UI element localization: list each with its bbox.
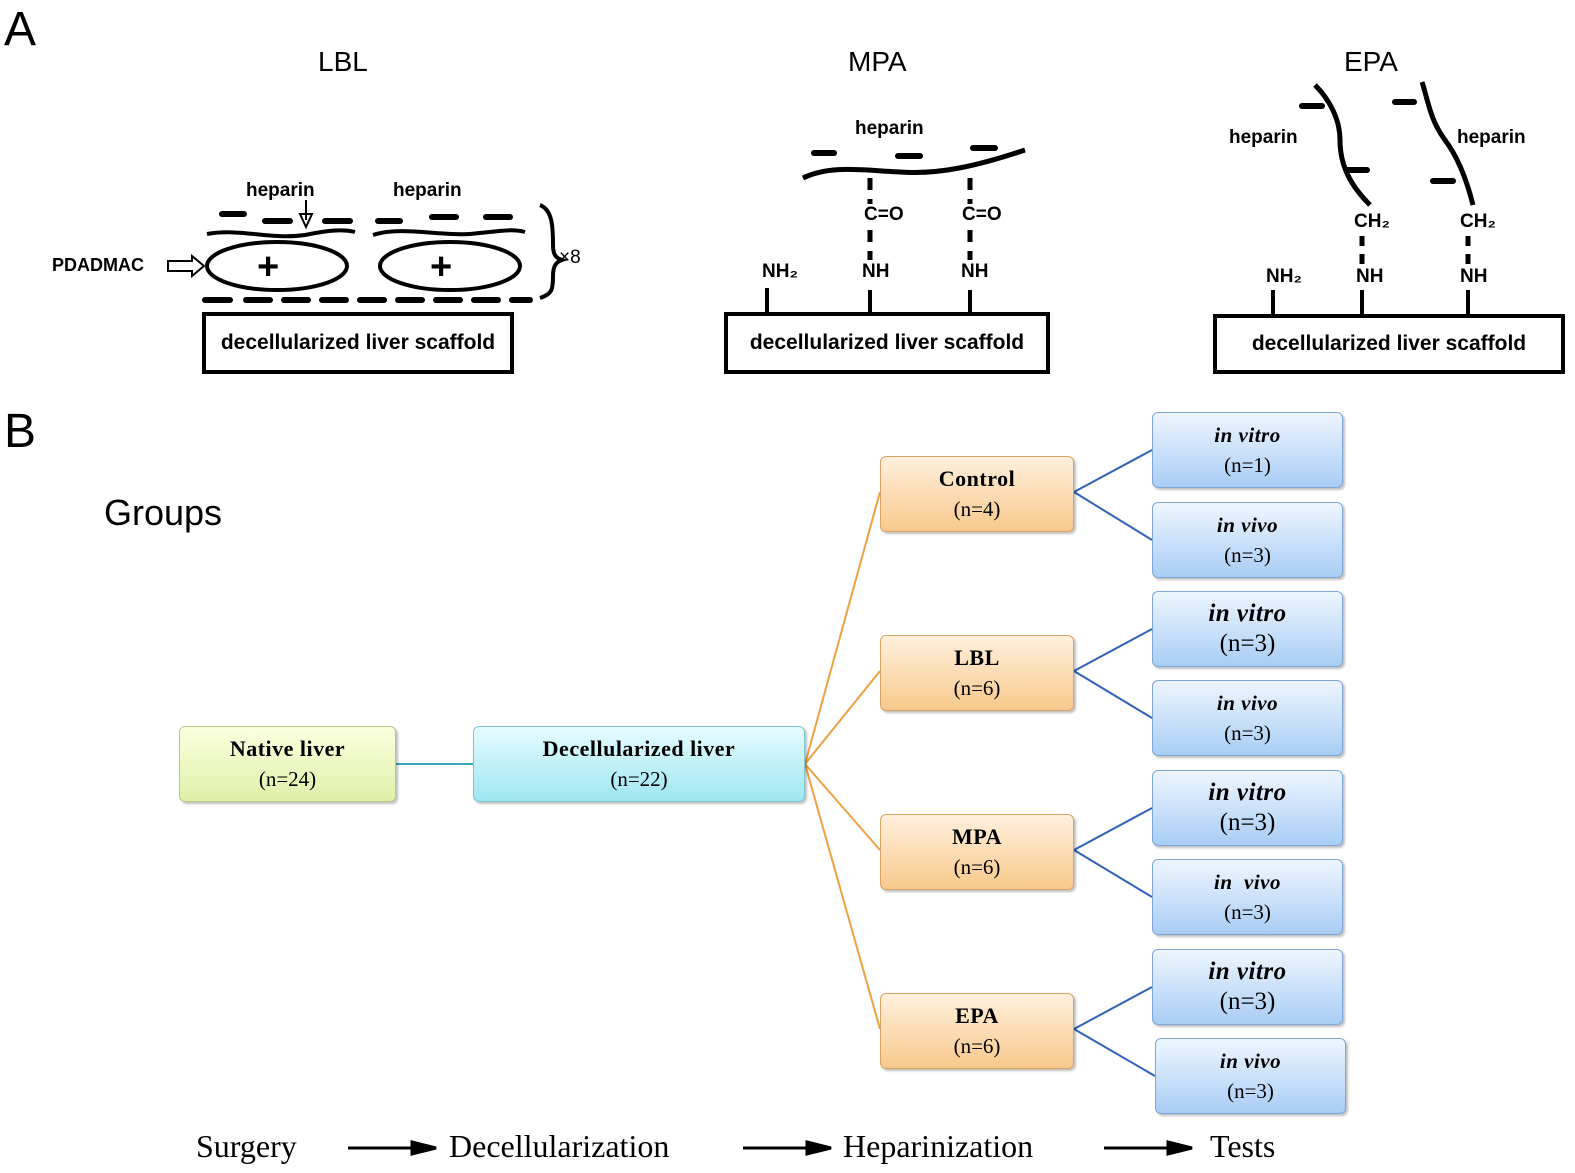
mpa-amine-label: NH₂ xyxy=(762,261,798,282)
groups-title: Groups xyxy=(104,492,223,533)
test-box-control-in-vitro: in vitro (n=1) xyxy=(1152,412,1343,488)
group-count: (n=6) xyxy=(953,676,1001,700)
test-label: in vivo xyxy=(1214,870,1281,894)
mpa-scaffold-box: decellularized liver scaffold xyxy=(724,312,1050,374)
epa-heparin-label-1: heparin xyxy=(1229,127,1298,148)
lbl-heparin-label-1: heparin xyxy=(246,180,315,201)
panel-b-label: B xyxy=(4,405,37,458)
lbl-repeat-label: ×8 xyxy=(559,247,581,268)
decellularized-liver-label: Decellularized liver xyxy=(542,736,736,761)
mpa-scaffold-label: decellularized liver scaffold xyxy=(749,331,1025,354)
test-label: in vitro xyxy=(1208,958,1287,985)
lbl-pdadmac-label: PDADMAC xyxy=(52,255,144,275)
lbl-heparin-label-2: heparin xyxy=(393,180,462,201)
decellularized-liver-count: (n=22) xyxy=(610,767,668,791)
group-box-lbl: LBL (n=6) xyxy=(880,635,1074,711)
lbl-scaffold-label: decellularized liver scaffold xyxy=(220,331,496,354)
mpa-diagram xyxy=(765,145,1026,318)
group-label: MPA xyxy=(952,824,1002,849)
workflow-step-tests: Tests xyxy=(1210,1128,1276,1164)
epa-methylene-label-2: CH₂ xyxy=(1460,211,1496,232)
lbl-plus-sign-2: + xyxy=(430,246,453,288)
test-count: (n=3) xyxy=(1224,721,1271,745)
epa-methylene-label-1: CH₂ xyxy=(1354,211,1390,232)
panel-a-label: A xyxy=(4,3,37,56)
test-box-lbl-in-vitro: in vitro (n=3) xyxy=(1152,591,1343,667)
test-label: in vitro xyxy=(1208,779,1287,806)
group-box-control: Control (n=4) xyxy=(880,456,1074,532)
decellularized-liver-box: Decellularized liver (n=22) xyxy=(473,726,805,802)
test-count: (n=3) xyxy=(1224,543,1271,567)
group-count: (n=6) xyxy=(953,1034,1001,1058)
test-count: (n=3) xyxy=(1219,630,1276,657)
mpa-title: MPA xyxy=(848,46,907,77)
native-liver-box: Native liver (n=24) xyxy=(179,726,396,802)
group-count: (n=6) xyxy=(953,855,1001,879)
epa-title: EPA xyxy=(1344,46,1398,77)
workflow-step-heparinization: Heparinization xyxy=(843,1128,1034,1164)
group-count: (n=4) xyxy=(953,497,1001,521)
lbl-title: LBL xyxy=(318,46,368,77)
test-count: (n=3) xyxy=(1219,809,1276,836)
test-box-mpa-in-vivo: in vivo (n=3) xyxy=(1152,859,1343,935)
test-label: in vivo xyxy=(1216,513,1279,537)
lbl-plus-sign-1: + xyxy=(257,246,280,288)
group-label: Control xyxy=(938,466,1016,491)
mpa-nh-label-1: NH xyxy=(862,261,890,282)
epa-heparin-label-2: heparin xyxy=(1457,127,1526,148)
workflow-step-surgery: Surgery xyxy=(196,1128,297,1164)
workflow-arrows xyxy=(348,1140,1193,1156)
test-box-epa-in-vivo: in vivo (n=3) xyxy=(1155,1038,1346,1114)
native-liver-label: Native liver xyxy=(229,736,346,761)
mpa-heparin-label: heparin xyxy=(855,118,924,139)
test-box-epa-in-vitro: in vitro (n=3) xyxy=(1152,949,1343,1025)
mpa-nh-label-2: NH xyxy=(961,261,989,282)
group-label: LBL xyxy=(954,645,1000,670)
group-label: EPA xyxy=(955,1003,999,1028)
test-box-lbl-in-vivo: in vivo (n=3) xyxy=(1152,680,1343,756)
test-count: (n=3) xyxy=(1227,1079,1274,1103)
epa-diagram xyxy=(1271,81,1476,318)
test-count: (n=3) xyxy=(1219,988,1276,1015)
epa-nh-label-2: NH xyxy=(1460,266,1488,287)
test-label: in vitro xyxy=(1214,423,1281,447)
test-label: in vitro xyxy=(1208,600,1287,627)
test-count: (n=3) xyxy=(1224,900,1271,924)
mpa-carbonyl-label-2: C=O xyxy=(962,204,1002,225)
epa-scaffold-box: decellularized liver scaffold xyxy=(1213,314,1565,374)
test-label: in vivo xyxy=(1219,1049,1282,1073)
lbl-diagram xyxy=(167,200,569,303)
workflow-step-decellularization: Decellularization xyxy=(449,1128,670,1164)
group-box-mpa: MPA (n=6) xyxy=(880,814,1074,890)
epa-nh-label-1: NH xyxy=(1356,266,1384,287)
test-count: (n=1) xyxy=(1224,453,1271,477)
lbl-scaffold-box: decellularized liver scaffold xyxy=(202,312,514,374)
epa-scaffold-label: decellularized liver scaffold xyxy=(1251,332,1527,355)
test-label: in vivo xyxy=(1216,691,1279,715)
test-box-control-in-vivo: in vivo (n=3) xyxy=(1152,502,1343,578)
epa-amine-label: NH₂ xyxy=(1266,266,1302,287)
native-liver-count: (n=24) xyxy=(258,767,317,791)
mpa-carbonyl-label-1: C=O xyxy=(864,204,904,225)
tree-lines xyxy=(396,449,1156,1077)
group-box-epa: EPA (n=6) xyxy=(880,993,1074,1069)
test-box-mpa-in-vitro: in vitro (n=3) xyxy=(1152,770,1343,846)
